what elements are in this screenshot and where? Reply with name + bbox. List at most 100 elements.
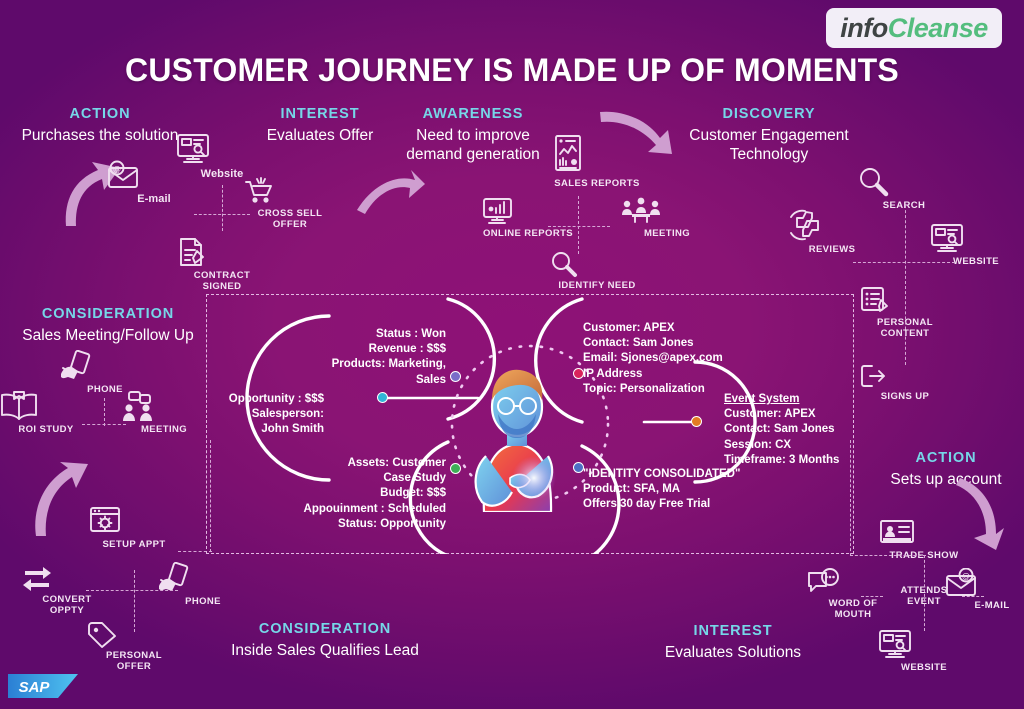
node-label: WEBSITE [900, 662, 948, 673]
node-label: Website [200, 168, 244, 180]
node-label: PHONE [87, 384, 123, 395]
stage-head: AWARENESS [422, 106, 524, 122]
node-personal-offer[interactable]: PERSONAL OFFER [86, 620, 182, 673]
node-personal-content[interactable]: PERSONAL CONTENT [857, 285, 953, 340]
line: Email: Sjones@apex.com [583, 352, 723, 365]
line: Appouinment : Scheduled [303, 502, 446, 515]
node-contract-signed[interactable]: CONTRACT SIGNED [174, 236, 270, 293]
node-dot-bottomleft [450, 463, 461, 474]
thumbs-up-down-icon [784, 208, 880, 242]
sap-logo-text: SAP [19, 679, 51, 696]
node-convert-oppty[interactable]: CONVERT OPPTY [19, 562, 115, 617]
monitor-bars-icon [480, 196, 576, 226]
line: Budget: $$$ [380, 487, 446, 500]
node-label: MEETING [140, 424, 188, 435]
node-search[interactable]: SEARCH [856, 166, 952, 212]
stage-sub: Purchases the solution [21, 127, 179, 144]
node-label: REVIEWS [808, 244, 856, 255]
connector-horizontal-left [861, 596, 883, 597]
node-phone-left[interactable]: PHONE [57, 350, 153, 396]
node-label-line2: SIGNED [202, 280, 242, 292]
node-label: SALES REPORTS [554, 178, 640, 189]
node-label: SEARCH [882, 200, 926, 211]
node-identify-need[interactable]: IDENTIFY NEED [549, 250, 645, 292]
flow-arrow-to-action-right [952, 476, 1006, 552]
node-signs-up[interactable]: SIGNS UP [857, 363, 953, 403]
line: John Smith [261, 423, 324, 436]
line: Session: CX [724, 438, 792, 451]
flow-arrow-to-action [58, 160, 124, 228]
node-roi-study[interactable]: ROI STUDY [0, 390, 94, 436]
flow-arrow-to-discovery [598, 108, 680, 160]
node-cross-sell-offer[interactable]: CROSS SELL OFFER [242, 176, 338, 231]
node-word-of-mouth[interactable]: WORD OF MOUTH [805, 568, 901, 621]
line: "IDENTITY CONSOLIDATED" [583, 468, 741, 480]
line: IP Address [583, 367, 643, 380]
node-label-line2: OPPTY [49, 604, 85, 616]
stage-label-awareness: AWARENESS Need to improve demand generat… [382, 106, 564, 165]
node-online-reports[interactable]: ONLINE REPORTS [480, 196, 576, 240]
node-label-line2: OFFER [116, 660, 152, 672]
connector-box-elbow-right [850, 555, 926, 556]
logo-text-cleanse: Cleanse [887, 12, 989, 43]
shopping-cart-icon [242, 176, 338, 206]
sap-logo: SAP [8, 674, 78, 698]
hero-illustration [474, 369, 556, 512]
node-website-right[interactable]: WEBSITE [928, 222, 1024, 268]
line: Salesperson: [251, 408, 324, 421]
stage-head: INTEREST [693, 623, 773, 639]
line: Case Study [383, 472, 446, 485]
node-sales-reports[interactable]: SALES REPORTS [549, 134, 645, 190]
stage-head: CONSIDERATION [41, 306, 175, 322]
stage-sub-line1: Need to improve [416, 127, 530, 144]
stage-sub: Evaluates Solutions [664, 644, 802, 661]
login-arrow-icon [857, 363, 953, 389]
line: Assets: Customer [347, 457, 446, 469]
center-topleft-block: Status : Won Revenue : $$$ Products: Mar… [318, 327, 446, 388]
stage-label-discovery: DISCOVERY Customer Engagement Technology [672, 106, 866, 165]
node-phone-bottom[interactable]: PHONE [155, 562, 251, 608]
stage-head: CONSIDERATION [258, 621, 392, 637]
node-label-line1: PERSONAL [877, 317, 933, 328]
node-setup-appt[interactable]: SETUP APPT [86, 505, 182, 551]
line: Status: Opportunity [338, 517, 446, 530]
svg-text:@: @ [962, 572, 970, 581]
node-label-line1: ATTENDS [900, 585, 948, 596]
stage-sub: Sets up account [890, 471, 1002, 488]
node-reviews[interactable]: REVIEWS [784, 208, 880, 256]
center-bottomright-block: "IDENTITY CONSOLIDATED" Product: SFA, MA… [583, 467, 763, 513]
stage-sub: Sales Meeting/Follow Up [22, 327, 194, 344]
center-detail-panel [206, 294, 854, 554]
node-label-line1: WORD OF [828, 598, 878, 609]
line: Customer: APEX [724, 408, 816, 421]
line-title: Event System [724, 393, 800, 405]
stage-label-interest-top: INTEREST Evaluates Offer [232, 106, 408, 145]
node-dot-right [691, 416, 702, 427]
node-dot-topright [573, 368, 584, 379]
line: Opportunity : $$$ [228, 393, 324, 405]
node-email-top[interactable]: @ E-mail [106, 160, 202, 206]
line: Timeframe: 3 Months [724, 453, 840, 466]
stage-head: DISCOVERY [722, 106, 816, 122]
node-website-bottom[interactable]: WEBSITE [876, 628, 972, 674]
connector-vertical [905, 205, 906, 365]
node-website-top[interactable]: Website [174, 132, 270, 181]
center-right-block: Event System Customer: APEX Contact: Sam… [724, 392, 864, 468]
node-meeting-left[interactable]: MEETING [116, 390, 212, 436]
connector-vertical [222, 185, 223, 231]
node-label-line1: CONVERT [42, 594, 92, 605]
line: Offers 30 day Free Trial [583, 498, 711, 511]
node-meeting-top[interactable]: MEETING [619, 196, 715, 240]
line: Products: Marketing, [331, 358, 446, 371]
monitor-icon [876, 628, 972, 660]
price-tag-icon [86, 620, 182, 648]
stage-head: ACTION [69, 106, 131, 122]
node-email-right[interactable]: @ E-MAIL [944, 568, 1024, 612]
badge-card-icon [876, 518, 972, 548]
node-label: SIGNS UP [880, 391, 930, 402]
hand-phone-icon [155, 562, 251, 594]
flow-arrow-to-consideration [30, 460, 92, 538]
node-label-line1: PERSONAL [106, 650, 162, 661]
